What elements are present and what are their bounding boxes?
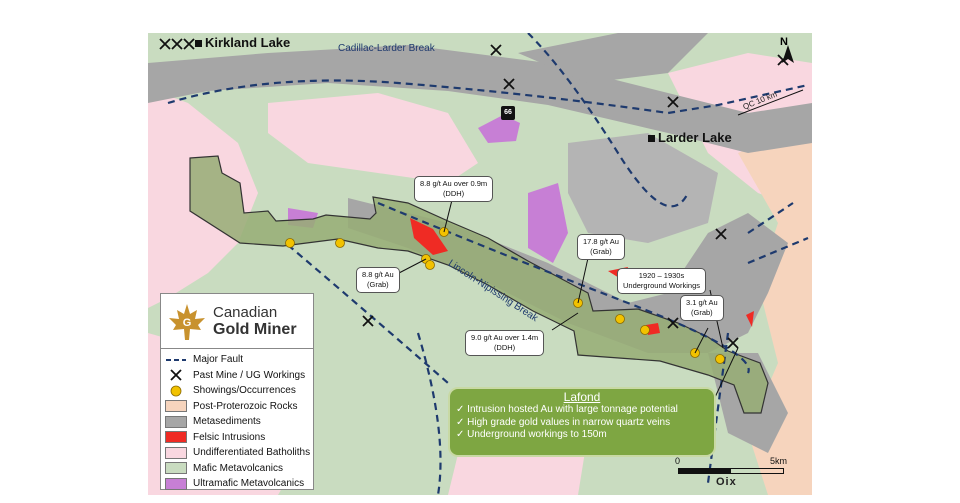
geology-map bbox=[148, 33, 812, 495]
bullet-text: High grade gold values in narrow quartz … bbox=[467, 416, 671, 428]
legend-item-batholiths: Undifferentiated Batholiths bbox=[161, 445, 313, 461]
logo-text-line2: Gold Miner bbox=[213, 321, 297, 338]
legend-item-major-fault: Major Fault bbox=[161, 352, 313, 368]
callout-line: (DDH) bbox=[493, 343, 516, 352]
legend-label: Undifferentiated Batholiths bbox=[193, 447, 311, 459]
dashed-line-icon bbox=[165, 354, 187, 365]
town-label-kirkland-lake: Kirkland Lake bbox=[195, 35, 290, 50]
lafond-bullet: ✓ Intrusion hosted Au with large tonnage… bbox=[450, 404, 714, 417]
bullet-text: Underground workings to 150m bbox=[467, 429, 607, 440]
callout-grab-8-8: 8.8 g/t Au (Grab) bbox=[356, 267, 400, 293]
batholith-area bbox=[268, 93, 478, 183]
scale-bar-fill bbox=[679, 469, 731, 473]
swatch bbox=[165, 446, 187, 459]
ultramafic-area bbox=[478, 115, 520, 143]
logo-text-line1: Canadian bbox=[213, 304, 278, 321]
metasediment-band bbox=[518, 33, 708, 83]
gold-dot-icon bbox=[165, 385, 187, 397]
direction-arrow bbox=[737, 89, 804, 116]
callout-ddh-9-0: 9.0 g/t Au over 1.4m (DDH) bbox=[465, 330, 545, 356]
legend-item-past-mine: Past Mine / UG Workings bbox=[161, 368, 313, 384]
swatch bbox=[165, 462, 187, 475]
showing-dots bbox=[285, 227, 725, 364]
metasediment-band bbox=[148, 45, 812, 153]
company-logo: G Canadian Gold Miner bbox=[161, 294, 313, 349]
legend-label: Past Mine / UG Workings bbox=[193, 369, 306, 381]
town-marker bbox=[648, 135, 655, 143]
callout-line: (Grab) bbox=[590, 247, 612, 256]
legend-label: Mafic Metavolcanics bbox=[193, 462, 284, 474]
callout-ddh-8-8: 8.8 g/t Au over 0.9m (DDH) bbox=[414, 176, 494, 202]
check-icon: ✓ bbox=[456, 416, 468, 428]
lafond-bullet: ✓ Underground workings to 150m bbox=[450, 429, 714, 442]
town-marker bbox=[195, 40, 202, 48]
callout-line: 17.8 g/t Au bbox=[583, 237, 619, 246]
town-label-larder-lake: Larder Lake bbox=[648, 130, 732, 145]
callout-line: (DDH) bbox=[442, 189, 465, 198]
bullet-text: Intrusion hosted Au with large tonnage p… bbox=[467, 404, 678, 415]
legend-label: Major Fault bbox=[193, 354, 244, 366]
felsic-intrusion bbox=[646, 323, 660, 335]
north-arrow-shape bbox=[782, 45, 794, 63]
callout-line: (Grab) bbox=[691, 308, 713, 317]
watermark-logo: Oix bbox=[716, 476, 737, 488]
legend-item-post-proterozoic: Post-Proterozoic Rocks bbox=[161, 399, 313, 415]
callout-line: (Grab) bbox=[367, 280, 389, 289]
lafond-bullet: ✓ High grade gold values in narrow quart… bbox=[450, 417, 714, 430]
scale-start-label: 0 bbox=[675, 456, 681, 466]
legend-label: Ultramafic Metavolcanics bbox=[193, 478, 305, 490]
north-arrow: N bbox=[774, 36, 798, 72]
callout-grab-17-8: 17.8 g/t Au (Grab) bbox=[577, 234, 625, 260]
legend-label: Metasediments bbox=[193, 416, 261, 428]
major-fault bbox=[527, 33, 689, 208]
legend-item-mafic: Mafic Metavolcanics bbox=[161, 461, 313, 477]
major-fault bbox=[416, 332, 442, 495]
lafond-info-box: Lafond ✓ Intrusion hosted Au with large … bbox=[448, 387, 716, 457]
legend-item-ultramafic: Ultramafic Metavolcanics bbox=[161, 476, 313, 492]
check-icon: ✓ bbox=[456, 404, 468, 415]
svg-text:G: G bbox=[183, 317, 192, 329]
ultramafic-area bbox=[528, 183, 568, 263]
callout-line: 3.1 g/t Au bbox=[686, 298, 718, 307]
check-icon: ✓ bbox=[456, 429, 468, 440]
property-outline bbox=[189, 155, 769, 414]
felsic-intrusion bbox=[410, 218, 448, 255]
scale-bar-graphic bbox=[678, 468, 784, 474]
swatch bbox=[165, 477, 187, 490]
fault-label-cadillac-larder: Cadillac-Larder Break bbox=[338, 43, 435, 54]
town-name: Larder Lake bbox=[658, 130, 732, 145]
callout-line: 9.0 g/t Au over 1.4m bbox=[471, 333, 539, 342]
major-fault-cadillac-larder bbox=[167, 79, 809, 115]
callout-line: 8.8 g/t Au over 0.9m bbox=[420, 179, 488, 188]
scale-end-label: 5km bbox=[770, 456, 788, 466]
legend-label: Showings/Occurrences bbox=[193, 385, 296, 397]
legend-items: Major Fault Past Mine / UG Workings Show… bbox=[161, 349, 313, 492]
major-fault bbox=[287, 244, 449, 384]
legend-item-felsic: Felsic Intrusions bbox=[161, 430, 313, 446]
legend-label: Post-Proterozoic Rocks bbox=[193, 400, 298, 412]
callout-line: 1920 – 1930s bbox=[638, 271, 685, 280]
callout-line: Underground Workings bbox=[623, 281, 700, 290]
north-label: N bbox=[780, 36, 788, 48]
swatch bbox=[165, 415, 187, 428]
map-canvas bbox=[148, 33, 812, 495]
town-name: Kirkland Lake bbox=[205, 35, 291, 50]
highway-shield: 66 bbox=[501, 106, 515, 120]
maple-leaf-icon: G bbox=[169, 304, 205, 340]
scale-bar: 0 5km bbox=[675, 456, 787, 490]
felsic-intrusion bbox=[746, 311, 754, 327]
callout-grab-3-1: 3.1 g/t Au (Grab) bbox=[680, 295, 724, 321]
lafond-title: Lafond bbox=[563, 390, 601, 404]
swatch bbox=[165, 400, 187, 413]
callout-underground-workings: 1920 – 1930s Underground Workings bbox=[617, 268, 706, 294]
post-proterozoic-area bbox=[738, 123, 812, 495]
map-legend: G Canadian Gold Miner Major Fault Past M… bbox=[160, 293, 314, 490]
legend-label: Felsic Intrusions bbox=[193, 431, 266, 443]
crossed-picks-icon bbox=[165, 369, 187, 381]
swatch bbox=[165, 431, 187, 444]
callout-line: 8.8 g/t Au bbox=[362, 270, 394, 279]
legend-item-metasediments: Metasediments bbox=[161, 414, 313, 430]
legend-item-showings: Showings/Occurrences bbox=[161, 383, 313, 399]
